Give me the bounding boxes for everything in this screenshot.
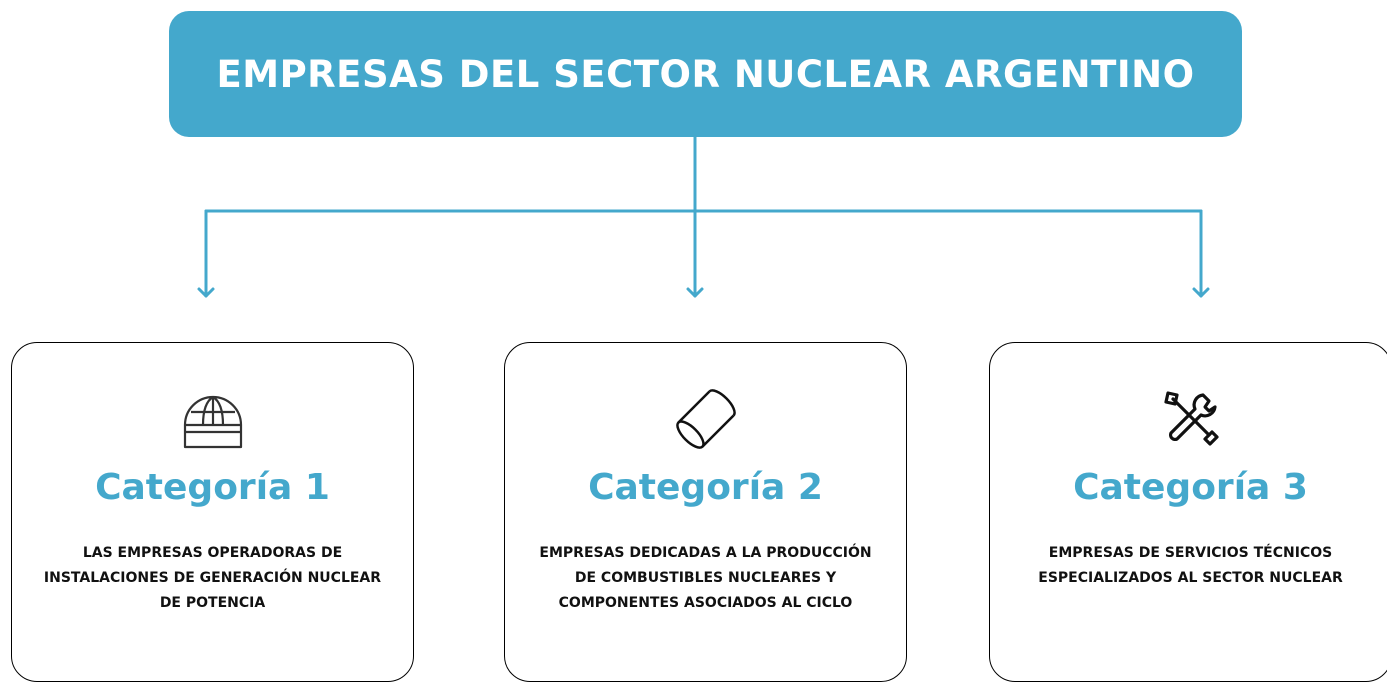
arrow-head-1: [197, 287, 215, 298]
title-box: EMPRESAS DEL SECTOR NUCLEAR ARGENTINO: [169, 11, 1242, 137]
category-description: EMPRESAS DE SERVICIOS TÉCNICOS ESPECIALI…: [1038, 545, 1343, 586]
category-card-3: Categoría 3 EMPRESAS DE SERVICIOS TÉCNIC…: [989, 342, 1387, 682]
category-description: LAS EMPRESAS OPERADORAS DE INSTALACIONES…: [43, 545, 382, 611]
cylinder-icon: [664, 377, 748, 461]
category-title: Categoría 3: [1073, 467, 1308, 508]
category-card-2: Categoría 2 EMPRESAS DEDICADAS A LA PROD…: [504, 342, 907, 682]
tools-icon: [1149, 377, 1233, 461]
arrow-head-3: [1192, 287, 1210, 298]
category-card-1: Categoría 1 LAS EMPRESAS OPERADORAS DE I…: [11, 342, 414, 682]
category-description: EMPRESAS DEDICADAS A LA PRODUCCIÓN DE CO…: [539, 545, 872, 611]
category-title: Categoría 1: [95, 467, 330, 508]
category-title: Categoría 2: [588, 467, 823, 508]
connector-lines: [197, 135, 1210, 298]
dome-grid-icon: [171, 377, 255, 461]
arrow-head-2: [686, 287, 704, 298]
page-title: EMPRESAS DEL SECTOR NUCLEAR ARGENTINO: [216, 52, 1195, 96]
